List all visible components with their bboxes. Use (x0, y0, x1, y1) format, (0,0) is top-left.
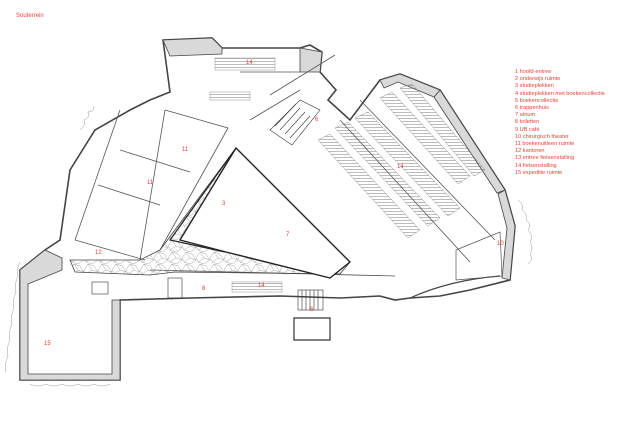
landscape-edge (5, 105, 533, 387)
legend-item: 14 fietsenstalling (515, 162, 557, 169)
room-label: 14 (397, 164, 404, 170)
legend-item: 7 atrium (515, 112, 536, 119)
room-label: 10 (497, 241, 504, 247)
room-label: 3 (222, 201, 226, 207)
legend-item: 6 trappenhuis (515, 105, 549, 112)
legend-item: 10 chirurgisch theater (515, 133, 569, 140)
room-labels: 14 6 11 11 3 14 7 12 10 14 8 6 15 (44, 60, 504, 347)
room-label: 11 (147, 180, 154, 186)
legend-item: 5 boekencollectie (515, 97, 559, 104)
legend-item: 13 entree fietsenstalling (515, 155, 575, 162)
room-label: 8 (202, 286, 206, 292)
legend-item: 2 onderwijs ruimte (515, 76, 561, 83)
walls (19, 37, 516, 381)
legend-item: 11 boekenuitleen ruimte (515, 141, 575, 148)
theater-curve (409, 275, 501, 299)
legend-item: 12 kantoren (515, 148, 545, 155)
legend-item: 8 toiletten (515, 119, 540, 126)
room-label: 6 (315, 117, 319, 123)
room-label: 12 (95, 250, 102, 256)
legend: 1 hoofd-entree 2 onderwijs ruimte 3 stud… (515, 69, 605, 177)
room-label: 15 (44, 341, 51, 347)
room-label: 7 (286, 232, 290, 238)
room-studieplekken (179, 147, 351, 279)
staircase (91, 99, 331, 341)
legend-item: 4 studieplekken met boekencollectie (515, 90, 605, 97)
legend-item: 15 expeditie ruimte (515, 169, 563, 176)
legend-item: 1 hoofd-entree (515, 69, 552, 75)
room-label: 14 (246, 60, 253, 66)
room-label: 14 (258, 283, 265, 289)
legend-item: 9 UB café (515, 126, 540, 133)
room-label: 6 (310, 307, 314, 313)
bike-racks (209, 57, 486, 293)
room-label: 11 (182, 147, 189, 153)
legend-item: 3 studieplekken (515, 83, 554, 90)
plan-title: Souterrein (16, 13, 44, 19)
